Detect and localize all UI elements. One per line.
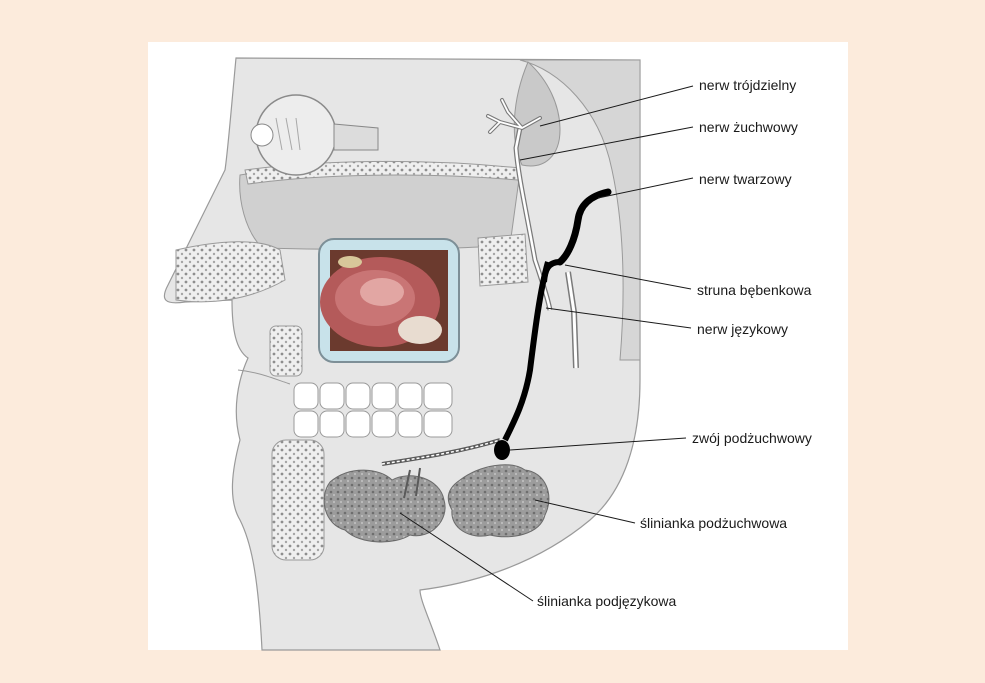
label-chorda-tympani: struna bębenkowa	[697, 283, 811, 297]
label-lingual-nerve: nerw językowy	[697, 322, 788, 336]
eye-lens	[251, 124, 273, 146]
lower-teeth	[294, 411, 452, 437]
submandibular-ganglion	[494, 440, 510, 460]
label-mandibular-nerve: nerw żuchwowy	[699, 120, 798, 134]
label-submandibular-gland: ślinianka podżuchwowa	[640, 516, 787, 530]
label-facial-nerve: nerw twarzowy	[699, 172, 792, 186]
tongue-photo-inset	[318, 238, 460, 363]
label-trigeminal-nerve: nerw trójdzielny	[699, 78, 796, 92]
sinus-bone	[478, 234, 528, 286]
label-submandibular-ganglion: zwój podżuchwowy	[692, 431, 812, 445]
vertebra-upper	[270, 326, 302, 376]
upper-teeth	[294, 383, 452, 409]
optic-nerve	[334, 124, 378, 150]
mandible-bone	[272, 440, 324, 560]
label-sublingual-gland: ślinianka podjęzykowa	[537, 594, 676, 608]
tongue-photo	[320, 240, 458, 361]
